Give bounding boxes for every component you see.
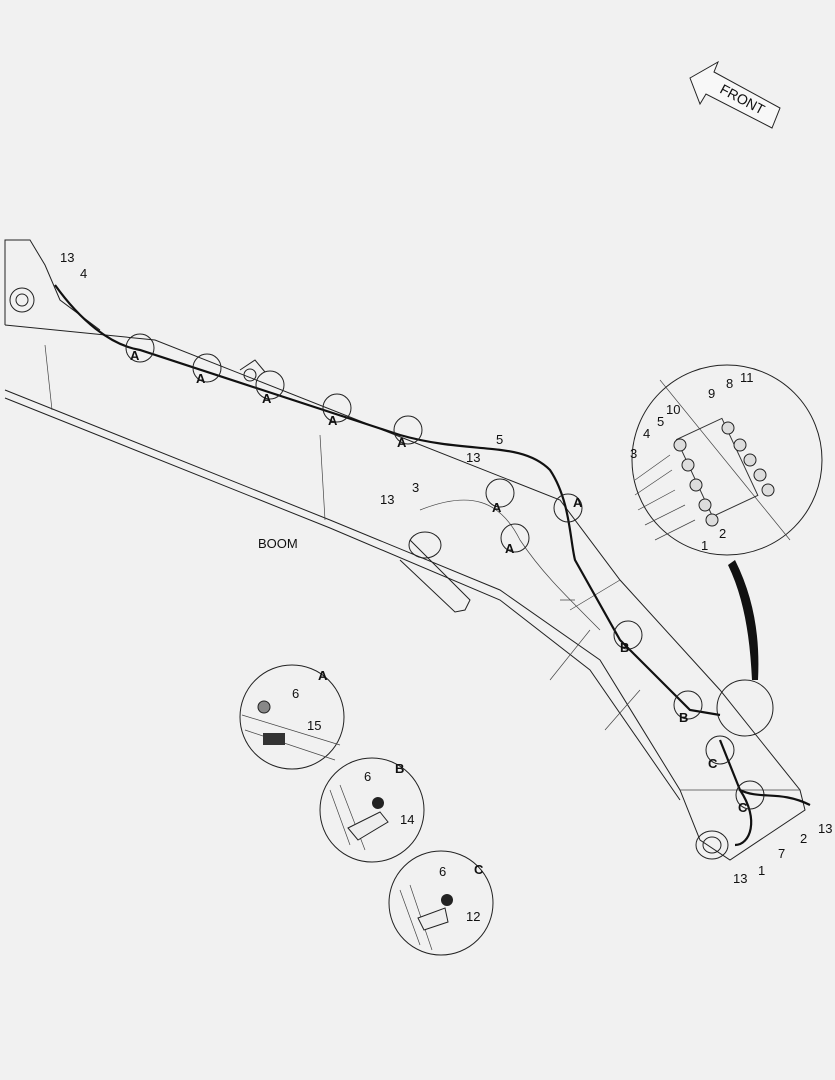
detail-a-title: A <box>318 668 328 683</box>
callout: A <box>262 391 272 406</box>
callout: 13 <box>733 871 747 886</box>
inset-callouts: 9 8 11 10 5 4 3 2 1 <box>630 370 754 553</box>
detail-c-title: C <box>474 862 484 877</box>
callout: 7 <box>778 846 785 861</box>
clamp-markers <box>125 333 765 810</box>
callout: 4 <box>80 266 87 281</box>
callout: 13 <box>466 450 480 465</box>
callout: 13 <box>818 821 832 836</box>
callout: B <box>679 710 688 725</box>
connector-inset <box>631 364 823 737</box>
callout: 2 <box>800 831 807 846</box>
main-callouts: 13 4 A A A A A 5 13 A A 13 3 A B B C C 2… <box>60 250 832 886</box>
callout: 3 <box>412 480 419 495</box>
callout: 3 <box>630 446 637 461</box>
callout: 5 <box>496 432 503 447</box>
callout: A <box>573 495 583 510</box>
callout: A <box>196 371 206 386</box>
callout: 15 <box>307 718 321 733</box>
callout: 5 <box>657 414 664 429</box>
callout: 1 <box>701 538 708 553</box>
callout: 9 <box>708 386 715 401</box>
callout: 2 <box>719 526 726 541</box>
detail-b <box>319 757 425 863</box>
callout: A <box>492 500 502 515</box>
part-name-label: BOOM <box>258 536 298 551</box>
callout: 13 <box>60 250 74 265</box>
front-arrow-icon: FRONT <box>689 60 781 129</box>
callout: A <box>505 541 515 556</box>
callout: 14 <box>400 812 414 827</box>
detail-a <box>239 664 345 770</box>
callout: 12 <box>466 909 480 924</box>
callout: 6 <box>292 686 299 701</box>
callout: C <box>708 756 718 771</box>
callout: 8 <box>726 376 733 391</box>
callout: 10 <box>666 402 680 417</box>
callout: B <box>620 640 629 655</box>
detail-b-title: B <box>395 761 404 776</box>
callout: C <box>738 800 748 815</box>
callout: 4 <box>643 426 650 441</box>
boom-outline <box>4 239 806 861</box>
callout: 11 <box>740 370 754 385</box>
callout: 6 <box>439 864 446 879</box>
callout: 6 <box>364 769 371 784</box>
callout: A <box>397 435 407 450</box>
hose-lines <box>54 284 811 847</box>
callout: A <box>328 413 338 428</box>
callout: A <box>130 348 140 363</box>
callout: 1 <box>758 863 765 878</box>
callout: 13 <box>380 492 394 507</box>
detail-c <box>388 850 494 956</box>
